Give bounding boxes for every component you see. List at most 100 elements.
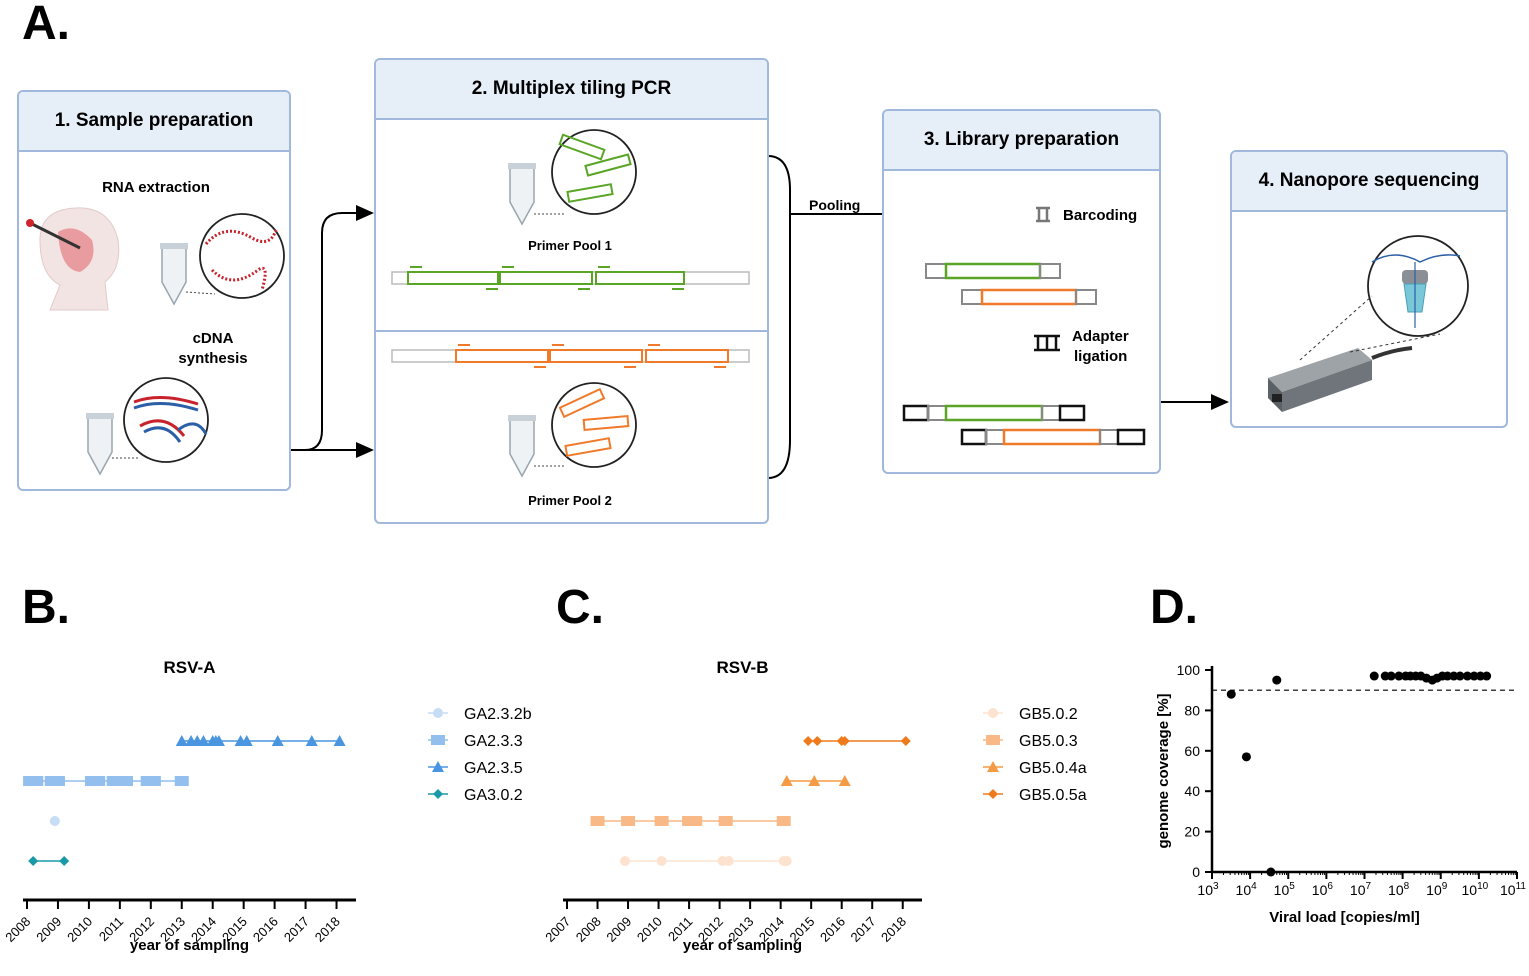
legend-label: GA2.3.5 <box>464 760 523 777</box>
x-axis-label: year of sampling <box>683 937 802 954</box>
barcode-icon <box>1036 206 1050 223</box>
y-tick-label: 60 <box>1184 743 1200 759</box>
data-point <box>1442 671 1452 681</box>
y-tick-label: 20 <box>1184 824 1200 840</box>
legend-label: GA3.0.2 <box>464 787 523 804</box>
legend-label: GB5.0.3 <box>1019 733 1078 750</box>
adapter-label-line1: Adapter <box>1072 328 1129 345</box>
data-point <box>197 735 210 746</box>
adapter-label-line2: ligation <box>1074 348 1128 365</box>
primer-pool-1-label: Primer Pool 1 <box>528 238 612 253</box>
legend-label: GA2.3.2b <box>464 706 532 723</box>
data-point <box>619 856 630 866</box>
legend-marker <box>987 761 999 772</box>
cdna-label-line1: cDNA <box>192 330 234 347</box>
multiplex-pcr-title: 2. Multiplex tiling PCR <box>376 60 767 120</box>
y-axis-label: genome coverage [%] <box>1155 693 1172 848</box>
data-point <box>305 735 318 746</box>
data-point <box>174 776 189 786</box>
data-point <box>59 856 70 866</box>
data-point <box>723 856 734 866</box>
pooling-label: Pooling <box>809 197 861 213</box>
data-point <box>900 736 911 746</box>
pool-divider <box>375 330 768 332</box>
sample-preparation-title: 1. Sample preparation <box>19 92 289 152</box>
chart-title: RSV-A <box>164 658 216 677</box>
x-axis-label: Viral load [copies/ml] <box>1269 909 1420 926</box>
legend-label: GB5.0.5a <box>1019 787 1087 804</box>
data-point <box>812 736 823 746</box>
x-tick-label: 108 <box>1388 881 1410 898</box>
library-prep-title: 3. Library preparation <box>884 111 1159 171</box>
data-point <box>1449 671 1459 681</box>
data-point <box>1475 671 1485 681</box>
data-point <box>50 776 65 786</box>
x-tick-label: 105 <box>1274 881 1296 898</box>
chart-title: RSV-B <box>717 658 769 677</box>
pooling-brace <box>767 155 791 479</box>
legend-marker <box>432 761 444 772</box>
rna-extraction-label: RNA extraction <box>102 179 210 196</box>
y-tick-label: 0 <box>1192 864 1200 880</box>
data-point <box>119 776 134 786</box>
legend-marker <box>433 708 443 718</box>
data-point <box>91 776 106 786</box>
legend-label: GA2.3.3 <box>464 733 523 750</box>
data-point <box>175 735 188 746</box>
tube-icon-1 <box>160 243 188 306</box>
legend-label: GB5.0.2 <box>1019 706 1078 723</box>
data-point <box>1469 671 1479 681</box>
panel-a-letter: A. <box>22 0 70 50</box>
data-point <box>803 736 814 746</box>
x-axis-label: year of sampling <box>130 937 249 954</box>
legend-marker <box>986 735 1000 745</box>
tube-icon-2 <box>86 413 114 476</box>
x-tick-label: 1010 <box>1462 881 1489 898</box>
data-point <box>212 735 225 746</box>
legend-marker <box>431 735 445 745</box>
tube-icon-pool2 <box>508 415 536 478</box>
data-point <box>808 775 821 786</box>
data-point <box>621 816 636 826</box>
data-point <box>240 735 253 746</box>
data-point <box>654 816 669 826</box>
data-point <box>590 816 605 826</box>
cdna-label-line2: synthesis <box>178 350 248 367</box>
minion-device-icon <box>1268 346 1413 412</box>
primer-pool-2-label: Primer Pool 2 <box>528 493 612 508</box>
adapter-icon <box>1034 334 1060 352</box>
rna-zoom-circle <box>199 213 285 299</box>
data-point <box>1386 671 1396 681</box>
tube-icon-pool1 <box>508 163 536 226</box>
patient-head-icon <box>26 207 120 311</box>
data-point <box>1266 867 1276 877</box>
panel-b-letter: B. <box>22 581 70 634</box>
data-point <box>688 816 703 826</box>
data-point <box>1369 671 1379 681</box>
data-point <box>656 856 667 866</box>
nanopore-title: 4. Nanopore sequencing <box>1232 152 1506 212</box>
data-point <box>271 735 284 746</box>
data-point <box>1462 671 1472 681</box>
legend-label: GB5.0.4a <box>1019 760 1087 777</box>
data-point <box>718 816 733 826</box>
y-tick-label: 40 <box>1184 783 1200 799</box>
x-tick-label: 106 <box>1312 881 1334 898</box>
data-point <box>49 816 60 826</box>
legend-marker <box>433 789 443 799</box>
panel-c-letter: C. <box>556 581 604 634</box>
x-tick-label: 107 <box>1350 881 1372 898</box>
x-tick-label: 103 <box>1197 881 1219 898</box>
data-point <box>29 776 44 786</box>
legend-marker <box>988 789 998 799</box>
data-point <box>838 775 851 786</box>
x-tick-label: 104 <box>1236 881 1258 898</box>
y-tick-label: 80 <box>1184 702 1200 718</box>
data-point <box>333 735 346 746</box>
x-tick-label: 109 <box>1426 881 1448 898</box>
data-point <box>1226 689 1236 699</box>
data-point <box>146 776 161 786</box>
